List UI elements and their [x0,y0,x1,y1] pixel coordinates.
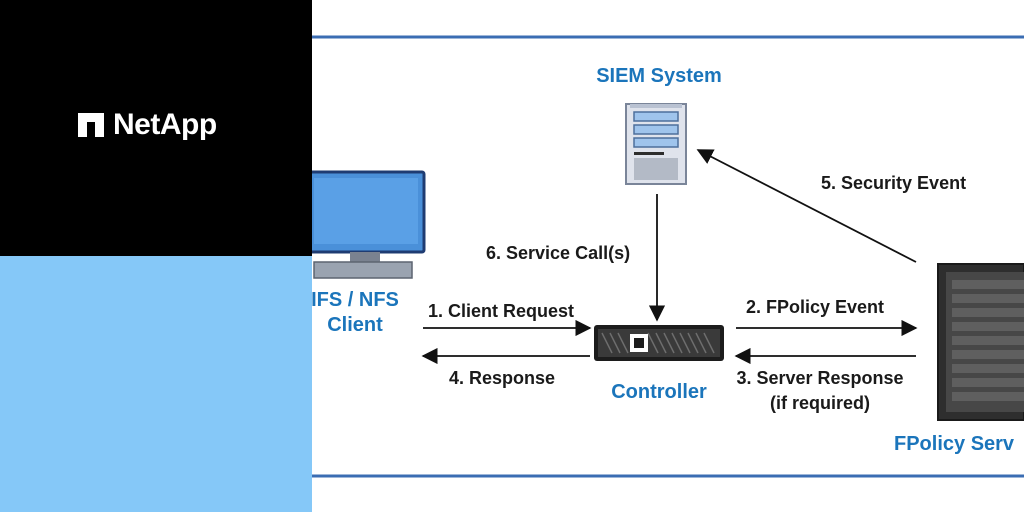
siem-server-icon [625,103,687,185]
step-5-label: 5. Security Event [821,173,966,193]
step-2-label: 2. FPolicy Event [746,297,884,317]
fpolicy-server-label: FPolicy Serv [894,433,1015,455]
controller-label: Controller [611,381,707,403]
step-3-label-line2: (if required) [770,393,870,413]
controller-icon [594,325,724,361]
netapp-logo: NetApp [78,108,217,142]
client-label-line2: Client [327,314,383,336]
server-rack-icon [937,263,1024,421]
brand-name: NetApp [113,108,217,141]
step-3-label-line1: 3. Server Response [736,368,903,388]
step-4-label: 4. Response [449,368,555,388]
client-label-line1: IFS / NFS [312,289,399,311]
accent-panel [0,256,312,512]
fpolicy-diagram: SIEM System IFS / NFS Client Controller [312,35,1024,478]
arrow-security-event [696,149,917,263]
step-6-label: 6. Service Call(s) [486,243,630,263]
step-1-label: 1. Client Request [428,301,574,321]
siem-label: SIEM System [596,65,722,87]
brand-panel: NetApp [0,0,312,256]
netapp-logo-icon [78,113,104,137]
monitor-icon [312,170,426,279]
